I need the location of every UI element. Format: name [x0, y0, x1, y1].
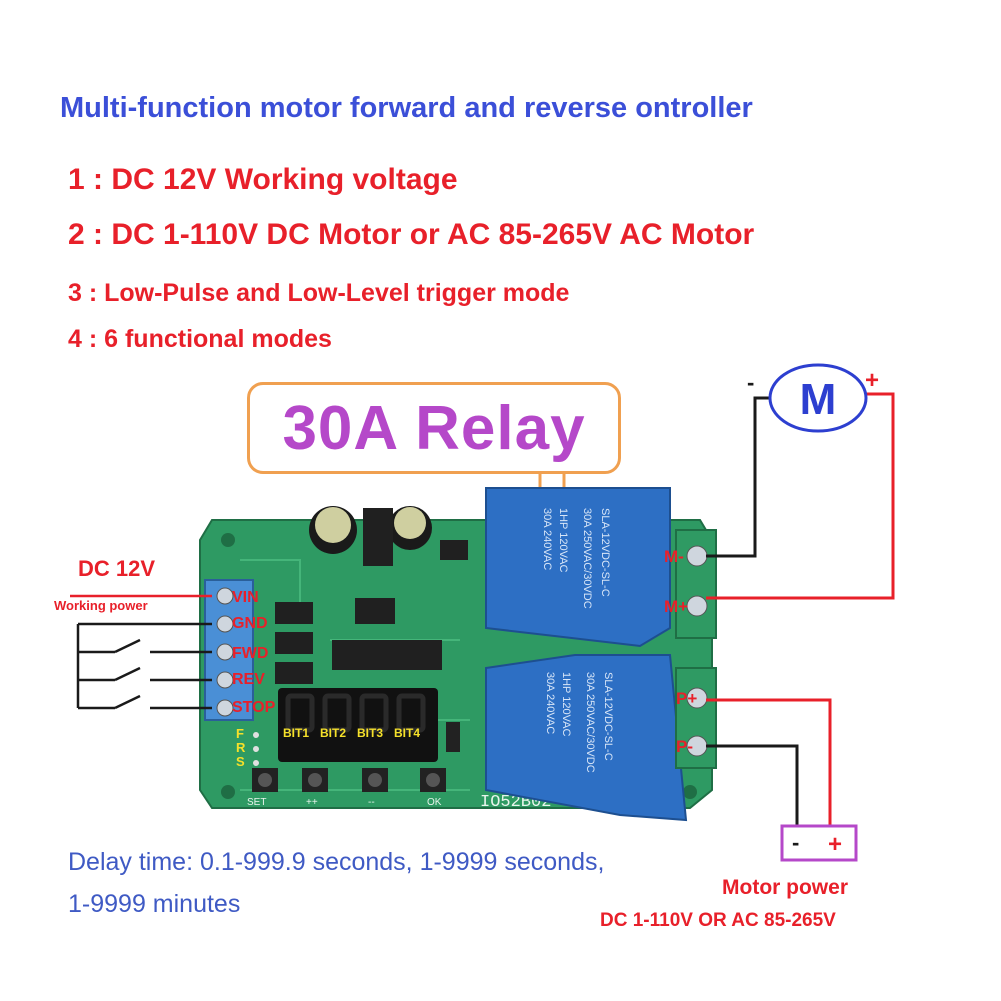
digit-label-4: BIT4 [394, 726, 420, 740]
capacitor-1 [309, 506, 357, 554]
input-switch-wiring [70, 594, 212, 710]
feature-2: 2 : DC 1-110V DC Motor or AC 85-265V AC … [68, 218, 755, 251]
terminal-fwd: FWD [232, 645, 268, 662]
seven-segment-display [278, 688, 438, 762]
terminal-p-plus: P+ [676, 689, 697, 708]
feature-3: 3 : Low-Pulse and Low-Level trigger mode [68, 279, 570, 307]
motor-supply-box [780, 824, 858, 862]
relay-1-hp: 1HP 120VAC [557, 508, 569, 572]
supply-plus-sign: + [828, 831, 842, 858]
motor-plus-sign: + [865, 367, 879, 394]
feature-1: 1 : DC 12V Working voltage [68, 163, 458, 196]
button-label-ok: OK [427, 797, 442, 808]
terminal-p-minus: P- [676, 737, 693, 756]
relay-2-model: SLA-12VDC-SL-C [602, 672, 614, 761]
terminal-gnd: GND [232, 615, 268, 632]
transistor [440, 540, 468, 560]
motor-power-label: Motor power [722, 876, 848, 899]
relay-1: SLA-12VDC-SL-C 30A 250VAC/30VDC 1HP 120V… [485, 487, 671, 648]
relay-1-rating: 30A 250VAC/30VDC [581, 508, 593, 609]
motor-minus-sign: - [747, 370, 754, 395]
feature-4: 4 : 6 functional modes [68, 325, 332, 353]
relay-1-ac: 30A 240VAC [541, 508, 553, 570]
push-buttons [252, 768, 446, 792]
motor-power-spec: DC 1-110V OR AC 85-265V [600, 910, 836, 931]
supply-wire-positive [706, 698, 832, 838]
optocoupler-1 [275, 602, 313, 624]
motor-symbol-label: M [800, 375, 837, 424]
terminal-m-minus: M- [664, 547, 684, 566]
motor-wire-negative [706, 396, 772, 558]
digit-label-3: BIT3 [357, 726, 383, 740]
relay-callout: 30A Relay [247, 382, 621, 474]
digit-label-2: BIT2 [320, 726, 346, 740]
delay-line-1: Delay time: 0.1-999.9 seconds, 1-9999 se… [68, 848, 605, 876]
led-label-s: S [236, 754, 245, 769]
motor-symbol [768, 363, 868, 433]
jumper-header [446, 722, 460, 752]
relay-2-ac: 30A 240VAC [544, 672, 556, 734]
terminal-stop: STOP [232, 699, 276, 716]
digit-label-1: BIT1 [283, 726, 309, 740]
terminal-vin: VIN [232, 589, 259, 606]
terminal-m-plus: M+ [664, 597, 688, 616]
optocoupler-3 [275, 662, 313, 684]
relay-2-rating: 30A 250VAC/30VDC [584, 672, 596, 773]
optocoupler-2 [275, 632, 313, 654]
power-input-label: DC 12V [78, 556, 156, 581]
relay-callout-label: 30A Relay [282, 393, 586, 463]
supply-minus-sign: - [792, 830, 799, 855]
relay-1-model: SLA-12VDC-SL-C [599, 508, 611, 597]
power-input-sublabel: Working power [54, 598, 148, 613]
ic-chip-main [332, 640, 442, 670]
ic-chip-small [355, 598, 395, 624]
button-label-set: SET [247, 797, 266, 808]
relay-2-hp: 1HP 120VAC [560, 672, 572, 736]
page-title: Multi-function motor forward and reverse… [60, 92, 753, 124]
voltage-regulator [363, 508, 393, 566]
delay-line-2: 1-9999 minutes [68, 890, 241, 918]
button-label-minus: -- [368, 797, 375, 808]
capacitor-2 [388, 506, 432, 550]
motor-wire-positive [706, 392, 895, 600]
supply-wire-negative [706, 744, 799, 838]
button-label-plus: ++ [306, 797, 318, 808]
led-label-f: F [236, 726, 244, 741]
led-label-r: R [236, 740, 246, 755]
relay-2: SLA-12VDC-SL-C 30A 250VAC/30VDC 1HP 120V… [485, 654, 688, 822]
terminal-rev: REV [232, 671, 265, 688]
